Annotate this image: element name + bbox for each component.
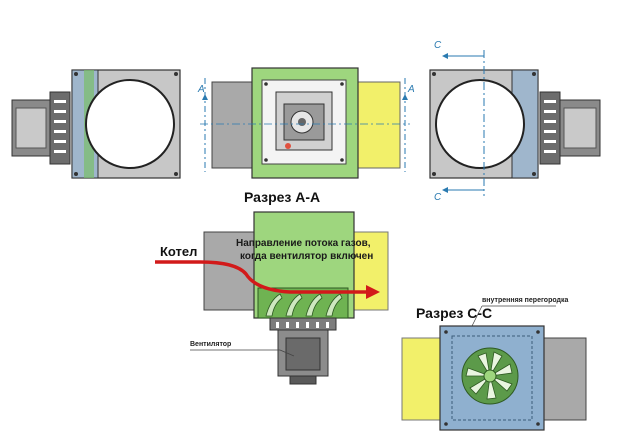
boiler-label: Котел: [160, 244, 197, 259]
fan-label: Вентилятор: [190, 341, 231, 348]
aa-motor-slots: [276, 322, 329, 328]
aa-fan-blades: [265, 293, 343, 317]
partition-label: внутренняя перегородка: [482, 297, 568, 304]
aa-motor-base: [289, 375, 317, 385]
center-side-view: A A: [197, 67, 415, 179]
cc-body-bolts: [444, 330, 540, 426]
marker-a-top: A: [197, 84, 205, 95]
center-yellow-pipe: [351, 81, 401, 169]
gas-flow-arrow-path: [155, 260, 368, 294]
center-motor-hub: [298, 118, 306, 126]
center-red-indicator: [285, 143, 291, 149]
section-cc-title: Разрез С-С: [416, 305, 492, 321]
right-motor-slots: [544, 100, 556, 153]
right-motor-cover: [563, 107, 597, 149]
flow-description-line2: когда вентилятор включен: [240, 251, 373, 262]
left-motor-slots: [54, 100, 66, 153]
right-box-bolts: [432, 72, 536, 176]
marker-a-top-right: A: [407, 84, 415, 95]
left-motor-cover: [15, 107, 47, 149]
fan-leader-tip: [279, 349, 295, 357]
marker-c-bottom: C: [434, 192, 442, 203]
left-pipe-opening: [85, 79, 175, 169]
section-aa-view: [203, 211, 389, 385]
aa-grey-pipe: [203, 231, 259, 311]
section-aa-title: Разрез А-А: [244, 189, 320, 205]
aa-motor-core: [285, 337, 321, 371]
right-pipe-opening: [435, 79, 525, 169]
cc-inner-partition: [451, 335, 533, 421]
flow-description-line1: Направление потока газов,: [236, 238, 371, 249]
center-plate-bolts: [264, 82, 344, 162]
partition-leader-tip: [471, 305, 483, 327]
left-box-bolts: [74, 72, 178, 176]
arrow-a-right: [402, 94, 408, 100]
right-end-view: C C: [429, 40, 601, 203]
arrow-c-bottom: [442, 187, 448, 193]
arrow-c-top: [442, 53, 448, 59]
section-cc-view: [401, 325, 587, 431]
left-end-view: [11, 69, 181, 179]
arrow-a-left: [202, 94, 208, 100]
marker-c-top: C: [434, 40, 442, 51]
cc-impeller-hub: [483, 369, 497, 383]
gas-flow-arrow-head: [366, 285, 380, 299]
